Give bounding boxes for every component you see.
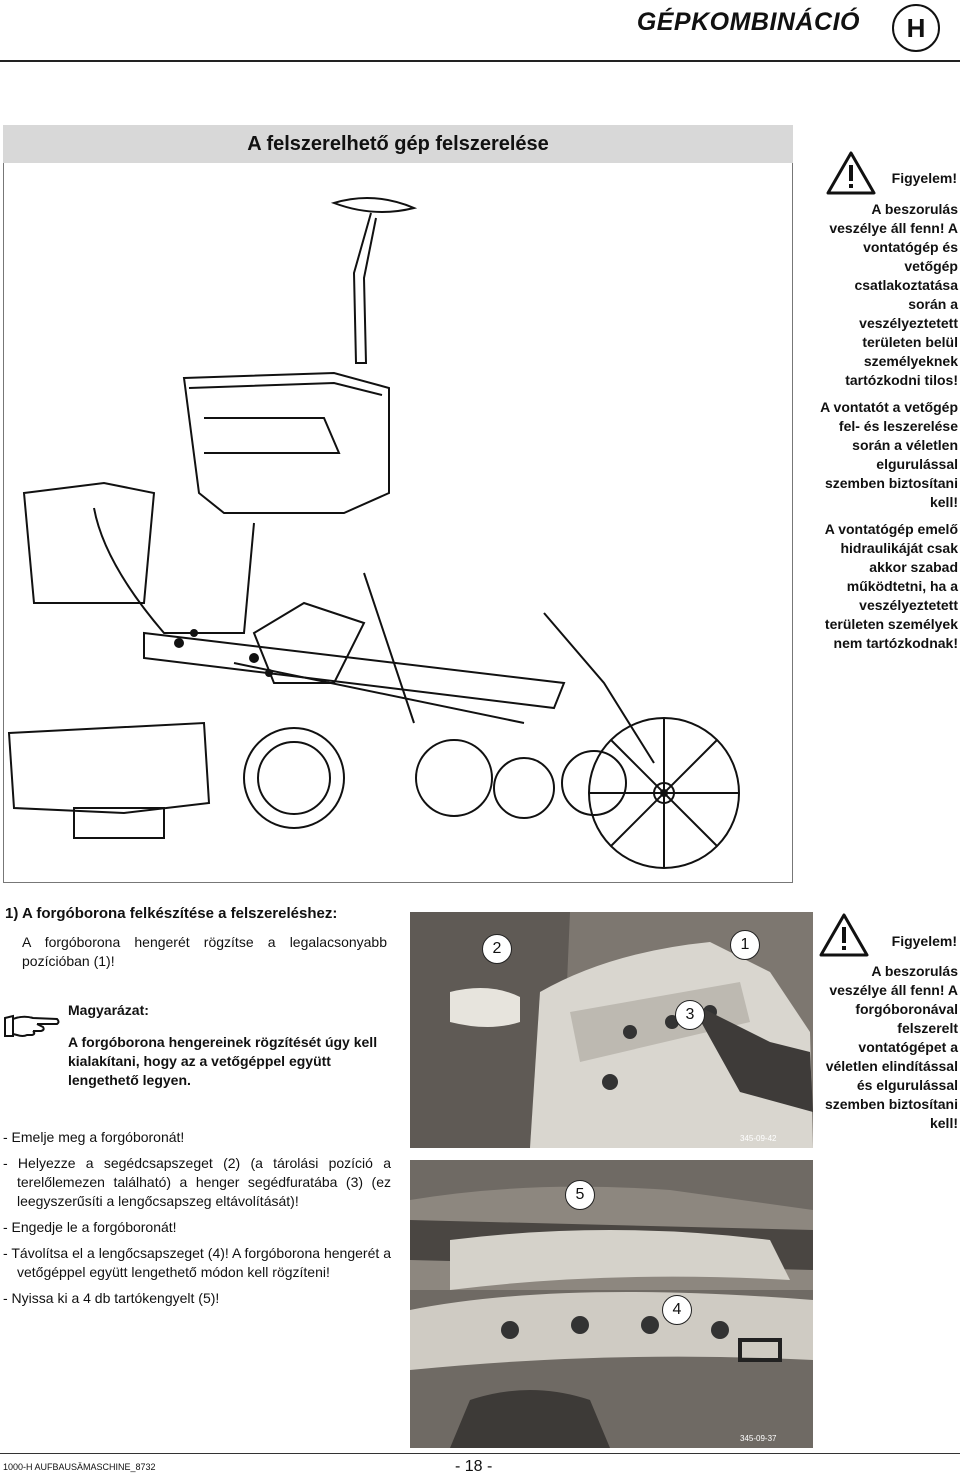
note-text: A forgóborona hengereinek rögzítését úgy…: [68, 1034, 378, 1088]
list-item: - Helyezze a segédcsapszeget (2) (a táro…: [3, 1155, 391, 1209]
warning-paragraph: A vontatót a vetőgép fel- és leszerelése…: [820, 399, 958, 510]
note-heading: Magyarázat:: [68, 1002, 149, 1018]
photo-code: 345-09-42: [740, 1134, 777, 1143]
warning-paragraph: A vontatógép emelő hidraulikáját csak ak…: [824, 521, 958, 651]
page-header-title: GÉPKOMBINÁCIÓ: [636, 8, 860, 36]
warning-label-bottom: Figyelem!: [891, 933, 957, 949]
warning-paragraph: A beszorulás veszélye áll fenn! A vontat…: [829, 201, 958, 388]
list-item: - Engedje le a forgóboronát!: [3, 1219, 177, 1235]
intro-text: A forgóborona hengerét rögzítse a legala…: [22, 934, 387, 969]
step-list: - Emelje meg a forgóboronát! - Helyezze …: [3, 1128, 391, 1315]
warning-text-bottom: A beszorulás veszélye áll fenn! A forgób…: [824, 963, 958, 1131]
footer-doc-id: 1000-H AUFBAUSÄMASCHINE_8732: [3, 1462, 156, 1472]
callout-2: 2: [482, 934, 512, 964]
photo-bottom: 5 4 345-09-37: [410, 1160, 813, 1448]
list-item: - Emelje meg a forgóboronát!: [3, 1129, 185, 1145]
header-rule: [0, 60, 960, 62]
section-banner: A felszerelhető gép felszerelése: [3, 125, 793, 163]
callout-1: 1: [730, 930, 760, 960]
pointing-hand-icon: [3, 1010, 61, 1045]
list-item: - Távolítsa el a lengőcsapszeget (4)! A …: [3, 1245, 391, 1280]
page-number: - 18 -: [455, 1458, 493, 1475]
warning-label-top: Figyelem!: [891, 170, 957, 186]
callout-3: 3: [675, 1000, 705, 1030]
language-badge: H: [892, 4, 940, 52]
section-heading: 1) A forgóborona felkészítése a felszere…: [5, 905, 338, 922]
machine-drawing: [7, 197, 740, 869]
callout-4: 4: [662, 1295, 692, 1325]
photo-code: 345-09-37: [740, 1434, 777, 1443]
warning-triangle-icon: [825, 150, 877, 201]
machine-drawing-frame: [3, 163, 793, 883]
photo-top: 2 1 3 345-09-42: [410, 912, 813, 1148]
warning-text-top: A beszorulás veszélye áll fenn! A vontat…: [818, 200, 958, 661]
callout-5: 5: [565, 1180, 595, 1210]
photo-top-image: [410, 912, 813, 1148]
footer-rule: [0, 1453, 960, 1454]
photo-bottom-image: [410, 1160, 813, 1448]
warning-triangle-icon: [818, 912, 870, 963]
list-item: - Nyissa ki a 4 db tartókengyelt (5)!: [3, 1290, 220, 1306]
